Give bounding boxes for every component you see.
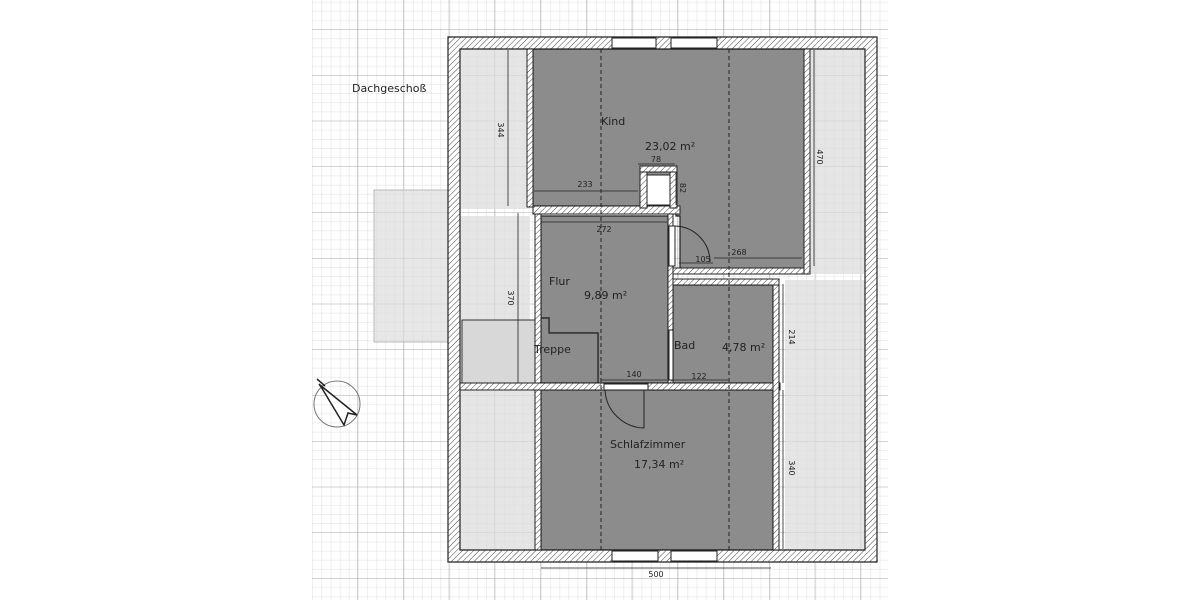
- room-schlafzimmer: [540, 389, 774, 551]
- dim-bad-bottom: 122: [691, 372, 706, 381]
- room-label-bad: Bad: [674, 339, 695, 352]
- dim-chimney-width: 78: [651, 155, 661, 164]
- roof-slope-areas: [460, 49, 865, 550]
- rooms: [532, 48, 807, 551]
- room-bad: [672, 284, 774, 384]
- dim-kind-left: 344: [496, 122, 505, 137]
- balcony-area: [373, 189, 449, 343]
- dim-flur-width: 272: [596, 225, 611, 234]
- room-area-kind: 23,02 m²: [645, 140, 695, 153]
- chimney: [646, 174, 671, 206]
- dim-building-width: 500: [648, 570, 663, 579]
- room-area-schlafzimmer: 17,34 m²: [634, 458, 684, 471]
- windows: [611, 37, 718, 562]
- room-label-schlafzimmer: Schlafzimmer: [610, 438, 686, 451]
- dim-schlafzimmer-height: 340: [787, 460, 796, 475]
- dim-kind-bottom-left: 233: [577, 180, 592, 189]
- dim-kind-right: 470: [815, 149, 824, 164]
- dim-flur-height: 370: [506, 290, 515, 305]
- dimension-lines: [507, 50, 815, 569]
- dim-flur-bottom: 140: [626, 370, 641, 379]
- dim-chimney-depth: 82: [678, 183, 687, 193]
- dim-bad-height: 214: [787, 329, 796, 344]
- room-label-treppe: Treppe: [533, 343, 571, 356]
- room-area-flur: 9,89 m²: [584, 289, 627, 302]
- room-area-bad: 4,78 m²: [722, 341, 765, 354]
- dim-door-width: 105: [695, 255, 710, 264]
- dim-kind-bottom-right: 268: [731, 248, 746, 257]
- north-arrow-compass-icon: [313, 378, 361, 428]
- room-label-kind: Kind: [601, 115, 625, 128]
- doors: [603, 225, 711, 429]
- stair: [461, 319, 542, 384]
- floor-title: Dachgeschoß: [352, 82, 426, 95]
- room-label-flur: Flur: [549, 275, 570, 288]
